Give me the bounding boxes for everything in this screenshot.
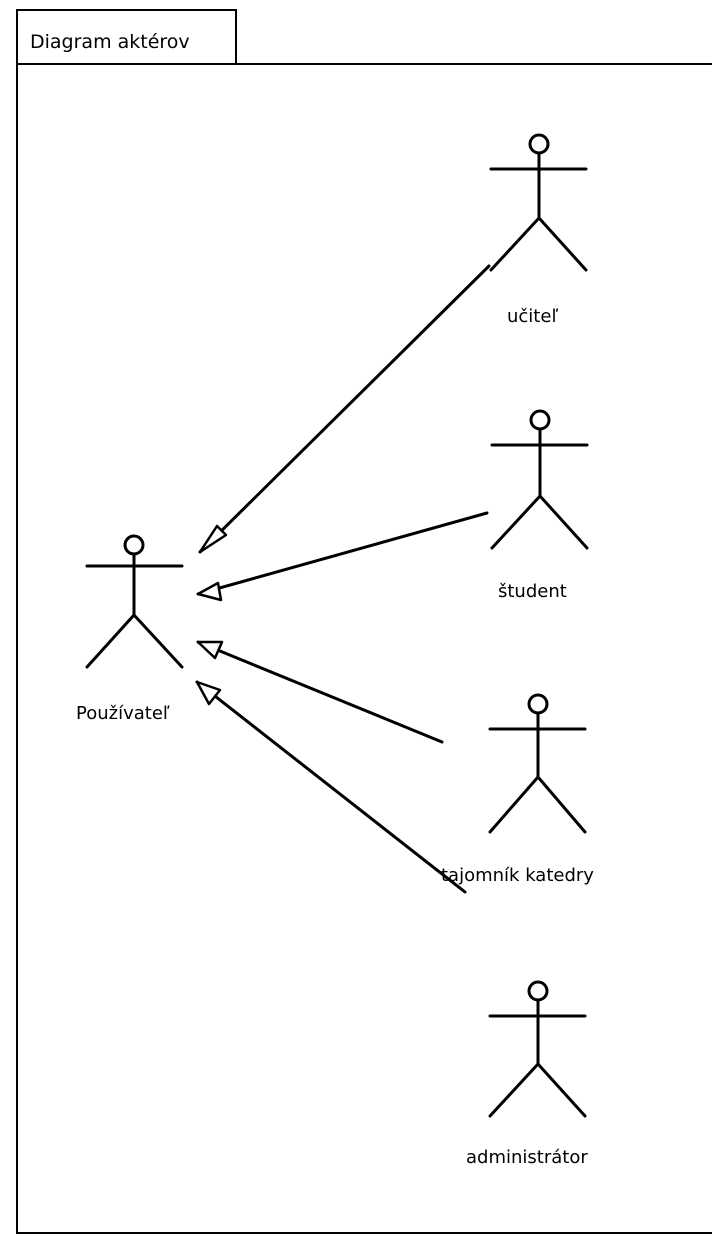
actor-secretary: tajomník katedry	[441, 693, 594, 886]
stick-figure-icon	[490, 409, 589, 550]
actor-label-secretary: tajomník katedry	[441, 865, 594, 886]
arrow-teacher-to-user	[198, 264, 491, 554]
actor-label-admin: administrátor	[466, 1147, 588, 1168]
actor-student: študent	[490, 409, 589, 602]
actor-label-student: študent	[498, 581, 567, 602]
stick-figure-icon	[85, 534, 184, 669]
stick-figure-icon	[488, 980, 587, 1118]
arrowhead-teacher	[198, 524, 228, 554]
arrowhead-student	[196, 581, 223, 602]
arrow-student-to-user	[196, 511, 489, 602]
generalization-arrows	[195, 264, 491, 894]
stick-figure-icon	[488, 693, 587, 834]
stick-figure-icon	[489, 133, 588, 272]
diagram-frame: Diagram aktérov	[16, 9, 712, 1234]
arrowhead-admin	[195, 680, 222, 706]
actor-label-user: Používateľ	[76, 703, 170, 724]
arrowhead-secretary	[196, 640, 224, 660]
arrow-secretary-to-user	[196, 640, 444, 744]
arrow-admin-to-user	[195, 680, 467, 894]
actor-admin: administrátor	[466, 980, 588, 1168]
frame-title-tab	[16, 9, 237, 64]
actor-teacher: učiteľ	[489, 133, 588, 327]
frame-title: Diagram aktérov	[30, 31, 190, 53]
actor-label-teacher: učiteľ	[507, 306, 558, 327]
actor-user: Používateľ	[76, 534, 184, 724]
